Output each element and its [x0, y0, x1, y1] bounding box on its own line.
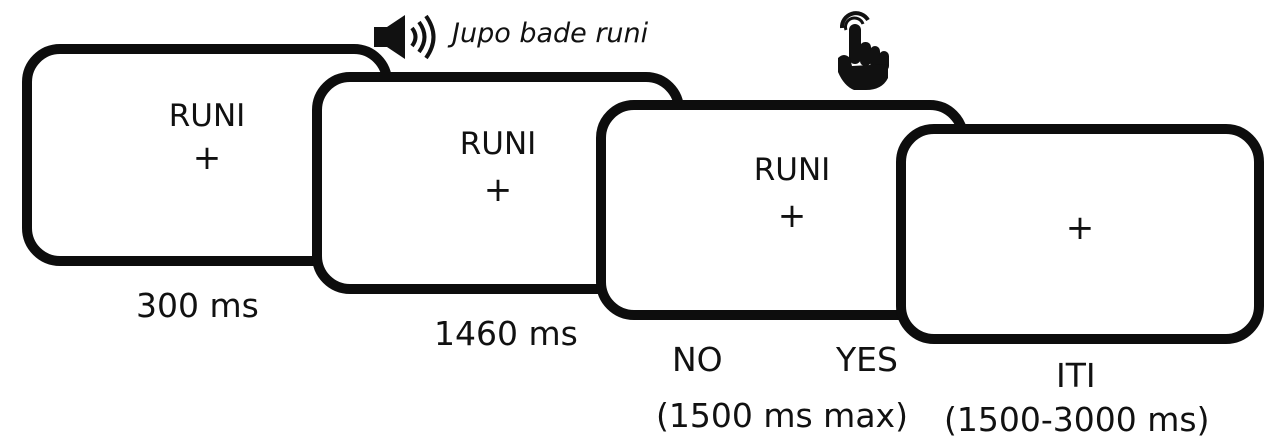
hand-touch-icon	[838, 11, 889, 90]
screen-3-fixation: +	[777, 196, 807, 236]
duration-label-1: 300 ms	[136, 286, 259, 325]
audio-phrase: Jupo bade runi	[452, 18, 649, 49]
screen-1-fixation: +	[192, 138, 222, 178]
screen-4-fixation: +	[1065, 208, 1095, 248]
duration-label-4: (1500-3000 ms)	[944, 400, 1210, 439]
screen-2-fixation: +	[483, 170, 513, 210]
screen-1-word: RUNI	[168, 98, 246, 134]
response-no-label: NO	[672, 340, 723, 379]
response-yes-label: YES	[836, 340, 898, 379]
iti-label: ITI	[1056, 356, 1096, 395]
duration-label-2: 1460 ms	[434, 314, 578, 353]
speaker-icon	[374, 14, 436, 60]
screen-3-word: RUNI	[753, 152, 831, 188]
screen-2-word: RUNI	[459, 126, 537, 162]
duration-label-3: (1500 ms max)	[656, 396, 908, 435]
screen-4: +	[896, 124, 1264, 344]
